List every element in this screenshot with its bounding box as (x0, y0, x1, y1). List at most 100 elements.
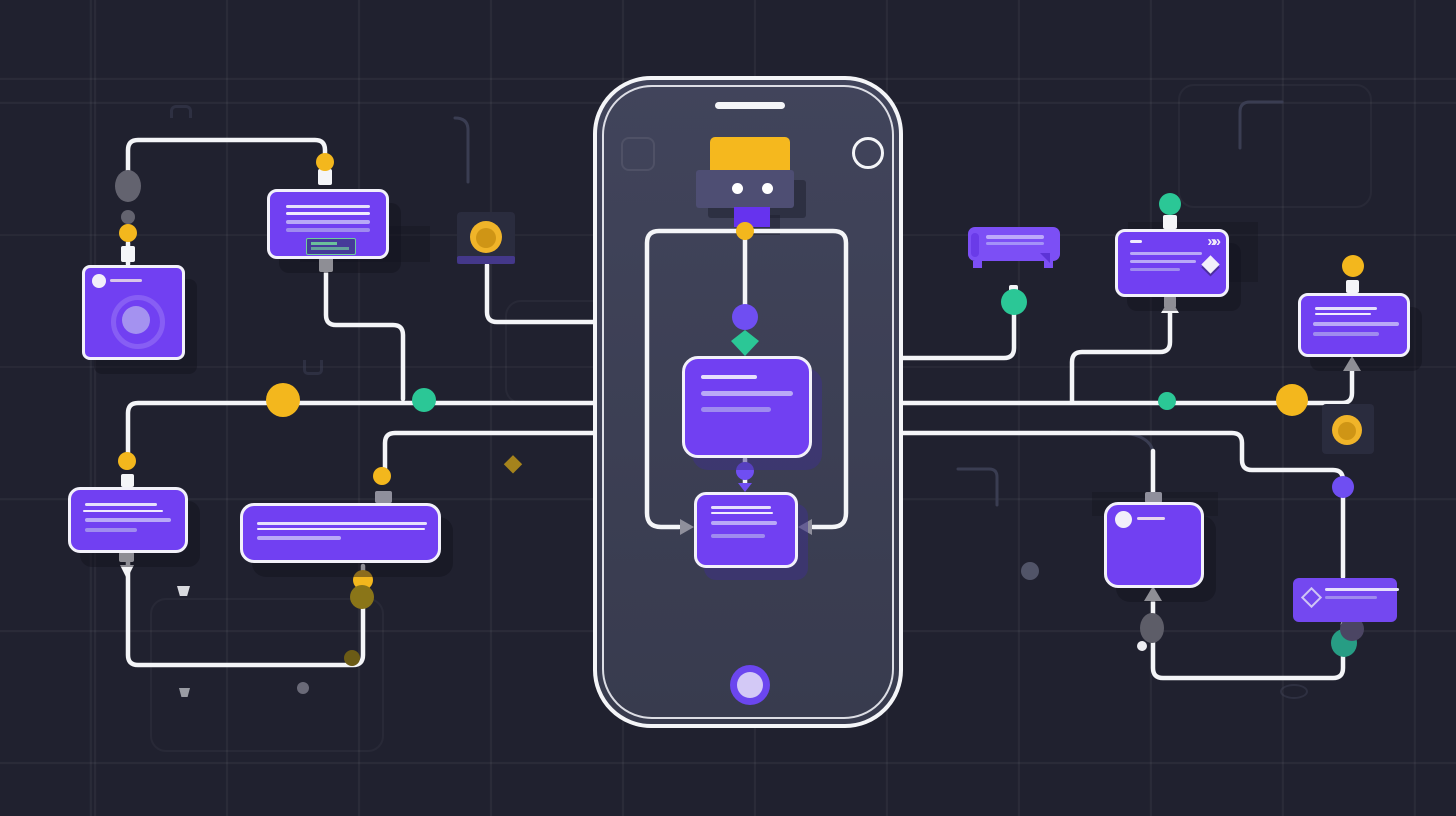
arrowhead-down (120, 565, 134, 579)
flow-node-camera-card (82, 265, 185, 360)
flow-node-photo-card (1104, 502, 1204, 588)
purple-arrow-down (738, 483, 752, 492)
robot-hat-icon (710, 137, 790, 170)
home-button-inner (737, 672, 763, 698)
dim-circuit-line (1238, 100, 1284, 150)
yellow-dot (119, 224, 137, 242)
placeholder-text-line (286, 220, 370, 224)
teal-dot (1159, 193, 1181, 215)
mini-table-row (311, 247, 349, 250)
placeholder-text-line (1325, 596, 1377, 599)
connector-tab (121, 474, 134, 487)
placeholder-text-line (257, 528, 425, 530)
connector-tab (119, 552, 134, 562)
sofa-highlight (986, 242, 1044, 245)
ghost-eye-glyph (1280, 684, 1308, 699)
yellow-dot (316, 153, 334, 171)
gray-blob-dot (115, 170, 141, 202)
flow-node-message-card-small (68, 487, 188, 553)
placeholder-text-line (85, 518, 171, 522)
ghost-chair-glyph (303, 360, 323, 375)
sofa-arm (971, 233, 979, 257)
teal-dot (1001, 289, 1027, 315)
robot-chin-icon (734, 207, 770, 227)
gray-pebble (297, 682, 309, 694)
home-button (730, 665, 770, 705)
arrowhead-left (798, 519, 812, 535)
wire-sofa-to-phone (899, 312, 1017, 361)
flow-node-text-card (1298, 293, 1410, 357)
front-camera-icon (852, 137, 884, 169)
flow-node-message-card-wide (240, 503, 441, 563)
dim-circuit-line (453, 116, 470, 184)
connector-tab-gray (375, 491, 392, 503)
placeholder-text-line (85, 528, 137, 532)
placeholder-text-line (1313, 322, 1399, 326)
yellow-dot (118, 452, 136, 470)
robot-head-icon (696, 170, 794, 208)
placeholder-text-line (711, 506, 771, 509)
placeholder-text-line (286, 212, 370, 215)
connector-tab (318, 169, 332, 185)
flow-node-arrow-card: »» (1115, 229, 1229, 297)
camera-lens-inner (122, 306, 150, 334)
arrowhead-up (1144, 586, 1162, 601)
sofa-foot (973, 261, 982, 268)
purple-dot (732, 304, 758, 330)
dim-circuit-line (956, 467, 999, 507)
connector-tab (1346, 280, 1359, 293)
yellow-diamond (503, 455, 523, 474)
yellow-dot (736, 222, 754, 240)
sofa-foot (1044, 261, 1053, 268)
placeholder-text-line (1130, 268, 1180, 271)
placeholder-text-line (1315, 307, 1377, 310)
yellow-dot-large (266, 383, 300, 417)
placeholder-text-line (1313, 332, 1379, 336)
gray-small-dot (121, 210, 135, 224)
camera-lens-outer (111, 295, 165, 349)
robot-eye (762, 183, 773, 194)
placeholder-text-line (1130, 252, 1202, 255)
dark-pebble (344, 650, 360, 666)
placeholder-text-line (1130, 240, 1142, 243)
gray-blob-dot (1140, 613, 1164, 643)
robot-eye (732, 183, 743, 194)
coin-icon (1322, 404, 1374, 454)
ghost-app-square (621, 137, 655, 171)
placeholder-text-line (1130, 260, 1196, 263)
arrowhead-right (680, 519, 694, 535)
fast-forward-arrows-icon: »» (1207, 233, 1221, 250)
gray-pebble (1021, 562, 1039, 580)
cup-glyph (177, 586, 190, 596)
phone-bezel (602, 85, 894, 719)
wire-bottomleft-u (125, 552, 366, 668)
wire-bottomright-u (1150, 596, 1346, 681)
connector-tab (319, 257, 333, 272)
placeholder-text-line (701, 375, 757, 379)
yellow-dot (353, 570, 373, 590)
connector-tab-gray (1145, 492, 1162, 503)
avatar-dot-icon (92, 274, 106, 288)
yellow-dot (1342, 255, 1364, 277)
flow-node-chat-card (267, 189, 389, 259)
purple-dot (1332, 476, 1354, 498)
sofa-fold (1040, 253, 1050, 263)
placeholder-text-line (286, 205, 370, 208)
placeholder-text-line (1315, 313, 1371, 315)
wire-main-bus-lower (382, 430, 1346, 580)
teal-arrow-down (731, 330, 759, 356)
placeholder-text-line (257, 536, 341, 540)
placeholder-text-line (110, 279, 142, 282)
connector-tab (121, 246, 135, 262)
wire-topleft-loop (125, 137, 328, 188)
wire-chatcard-down (323, 268, 406, 402)
teal-dot (412, 388, 436, 412)
ghost-arch-glyph (170, 105, 192, 118)
white-speck (1137, 641, 1147, 651)
placeholder-text-line (711, 534, 765, 538)
dark-purple-dot (1340, 617, 1364, 641)
wire-frame-left (644, 228, 748, 530)
connector-tab (1163, 215, 1177, 229)
